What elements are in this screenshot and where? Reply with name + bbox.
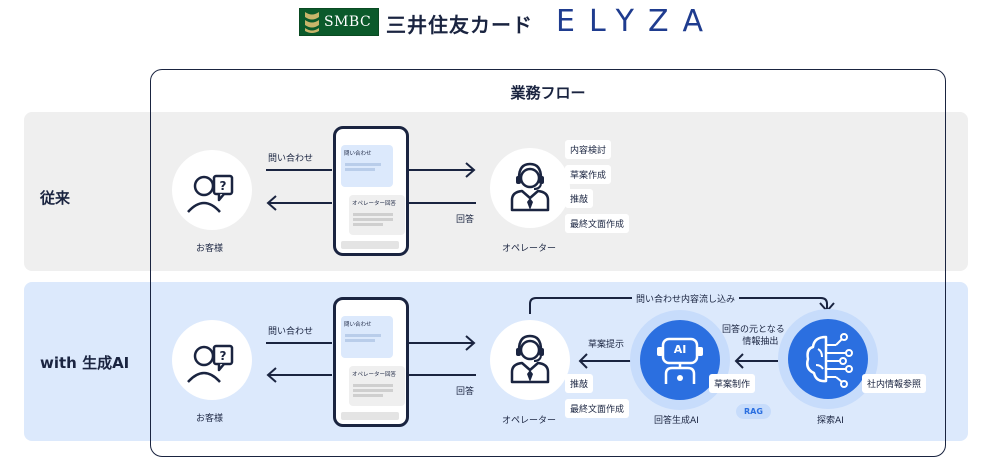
task-tag: 推敲 xyxy=(565,374,594,393)
smbc-mark-icon xyxy=(302,9,322,35)
answer-label: 回答 xyxy=(456,387,475,397)
source-extract-line-2: 情報抽出 xyxy=(742,337,779,347)
elyza-logo: ELYZA xyxy=(556,4,718,39)
customer-circle: ? xyxy=(172,320,252,400)
smbc-card-logo-text: 三井住友カード xyxy=(386,13,533,37)
source-extract-line-1: 回答の元となる xyxy=(722,325,785,335)
answer-ai-circle: AI xyxy=(640,320,720,400)
operator-circle xyxy=(490,148,570,228)
phone-inquiry-text: 問い合わせ xyxy=(344,322,372,328)
customer-question-icon: ? xyxy=(187,174,234,213)
customer-question-icon: ? xyxy=(187,344,234,383)
operator-circle xyxy=(490,320,570,400)
answer-label: 回答 xyxy=(456,215,475,225)
customer-label: お客様 xyxy=(196,244,224,254)
operator-label: オペレーター xyxy=(502,416,557,426)
chat-phone: 問い合わせ オペレーター回答 xyxy=(333,126,409,256)
search-ai-circle xyxy=(788,319,868,399)
source-extract-label: 回答の元となる 情報抽出 xyxy=(722,324,785,348)
ai-badge: AI xyxy=(673,343,687,356)
svg-text:?: ? xyxy=(220,179,227,193)
draft-present-label: 草案提示 xyxy=(588,340,625,350)
customer-circle: ? xyxy=(172,150,252,230)
chat-phone: 問い合わせ オペレーター回答 xyxy=(333,297,409,427)
operator-headset-icon xyxy=(510,162,550,212)
phone-inquiry-text: 問い合わせ xyxy=(344,151,372,157)
operator-bubble: オペレーター回答 xyxy=(349,195,405,235)
operator-headset-icon xyxy=(510,334,550,384)
phone-operator-text: オペレーター回答 xyxy=(352,201,397,207)
brain-network-icon xyxy=(806,333,853,388)
svg-text:?: ? xyxy=(220,349,227,363)
flow-title: 業務フロー xyxy=(510,84,586,102)
robot-icon xyxy=(657,337,703,384)
operator-bubble: オペレーター回答 xyxy=(349,366,405,406)
flow-in-label: 問い合わせ内容流し込み xyxy=(632,292,740,305)
internal-ref-tag: 社内情報参照 xyxy=(862,374,927,393)
smbc-logo: SMBC xyxy=(299,8,379,36)
task-tag: 最終文面作成 xyxy=(565,399,630,418)
task-tag: 草案作成 xyxy=(565,165,612,184)
search-ai-label: 探索AI xyxy=(817,416,844,426)
customer-label: お客様 xyxy=(196,414,224,424)
traditional-row-label: 従来 xyxy=(40,189,71,207)
with-ai-row-label: with 生成AI xyxy=(40,354,130,372)
task-tag: 最終文面作成 xyxy=(565,214,630,233)
inquiry-label: 問い合わせ xyxy=(268,327,314,337)
answer-ai-label: 回答生成AI xyxy=(654,416,699,426)
business-flow-frame xyxy=(150,69,946,457)
phone-operator-text: オペレーター回答 xyxy=(352,372,397,378)
rag-badge: RAG xyxy=(736,404,771,419)
smbc-logo-text: SMBC xyxy=(324,14,372,30)
inquiry-label: 問い合わせ xyxy=(268,154,314,164)
task-tag: 内容検討 xyxy=(565,140,612,159)
inquiry-bubble: 問い合わせ xyxy=(341,316,393,358)
inquiry-bubble: 問い合わせ xyxy=(341,145,393,187)
draft-make-tag: 草案制作 xyxy=(709,374,756,393)
task-tag: 推敲 xyxy=(565,189,594,208)
operator-label: オペレーター xyxy=(502,244,557,254)
